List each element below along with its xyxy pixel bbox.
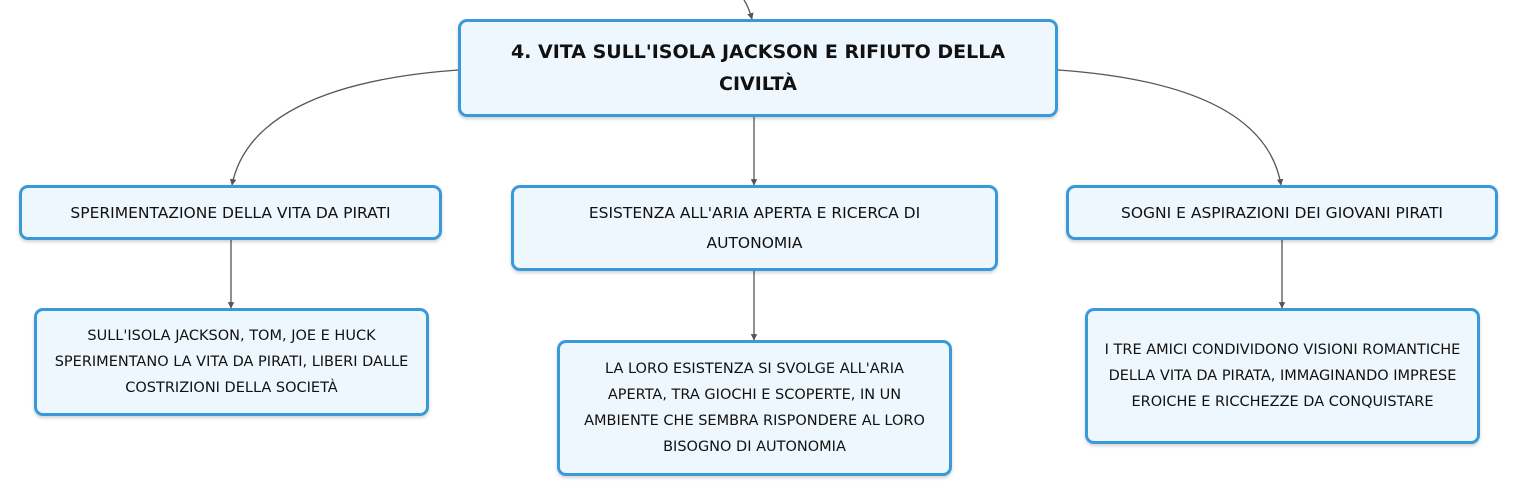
branch-node-dreams-aspirations[interactable]: SOGNI E ASPIRAZIONI DEI GIOVANI PIRATI — [1066, 185, 1498, 240]
connector-root-to-branch-1 — [229, 69, 459, 186]
detail-text: LA LORO ESISTENZA SI SVOLGE ALL'ARIA APE… — [584, 361, 925, 455]
connector-root-to-branch-3 — [1057, 69, 1284, 186]
detail-text: SULL'ISOLA JACKSON, TOM, JOE E HUCK SPER… — [54, 328, 409, 396]
branch-node-pirate-life[interactable]: SPERIMENTAZIONE DELLA VITA DA PIRATI — [19, 185, 442, 240]
detail-node-pirate-life[interactable]: SULL'ISOLA JACKSON, TOM, JOE E HUCK SPER… — [34, 308, 429, 416]
detail-node-dreams-aspirations[interactable]: I TRE AMICI CONDIVIDONO VISIONI ROMANTIC… — [1085, 308, 1480, 444]
branch-label: SOGNI E ASPIRAZIONI DEI GIOVANI PIRATI — [1121, 203, 1443, 222]
detail-node-open-air-autonomy[interactable]: LA LORO ESISTENZA SI SVOLGE ALL'ARIA APE… — [557, 340, 952, 476]
root-topic-label: 4. VITA SULL'ISOLA JACKSON E RIFIUTO DEL… — [510, 41, 1006, 95]
connector-parent-to-root — [743, 0, 754, 20]
branch-label: ESISTENZA ALL'ARIA APERTA E RICERCA DI A… — [588, 204, 921, 252]
branch-node-open-air-autonomy[interactable]: ESISTENZA ALL'ARIA APERTA E RICERCA DI A… — [511, 185, 998, 271]
branch-label: SPERIMENTAZIONE DELLA VITA DA PIRATI — [70, 203, 391, 222]
root-topic-node[interactable]: 4. VITA SULL'ISOLA JACKSON E RIFIUTO DEL… — [458, 19, 1058, 117]
detail-text: I TRE AMICI CONDIVIDONO VISIONI ROMANTIC… — [1104, 342, 1461, 410]
